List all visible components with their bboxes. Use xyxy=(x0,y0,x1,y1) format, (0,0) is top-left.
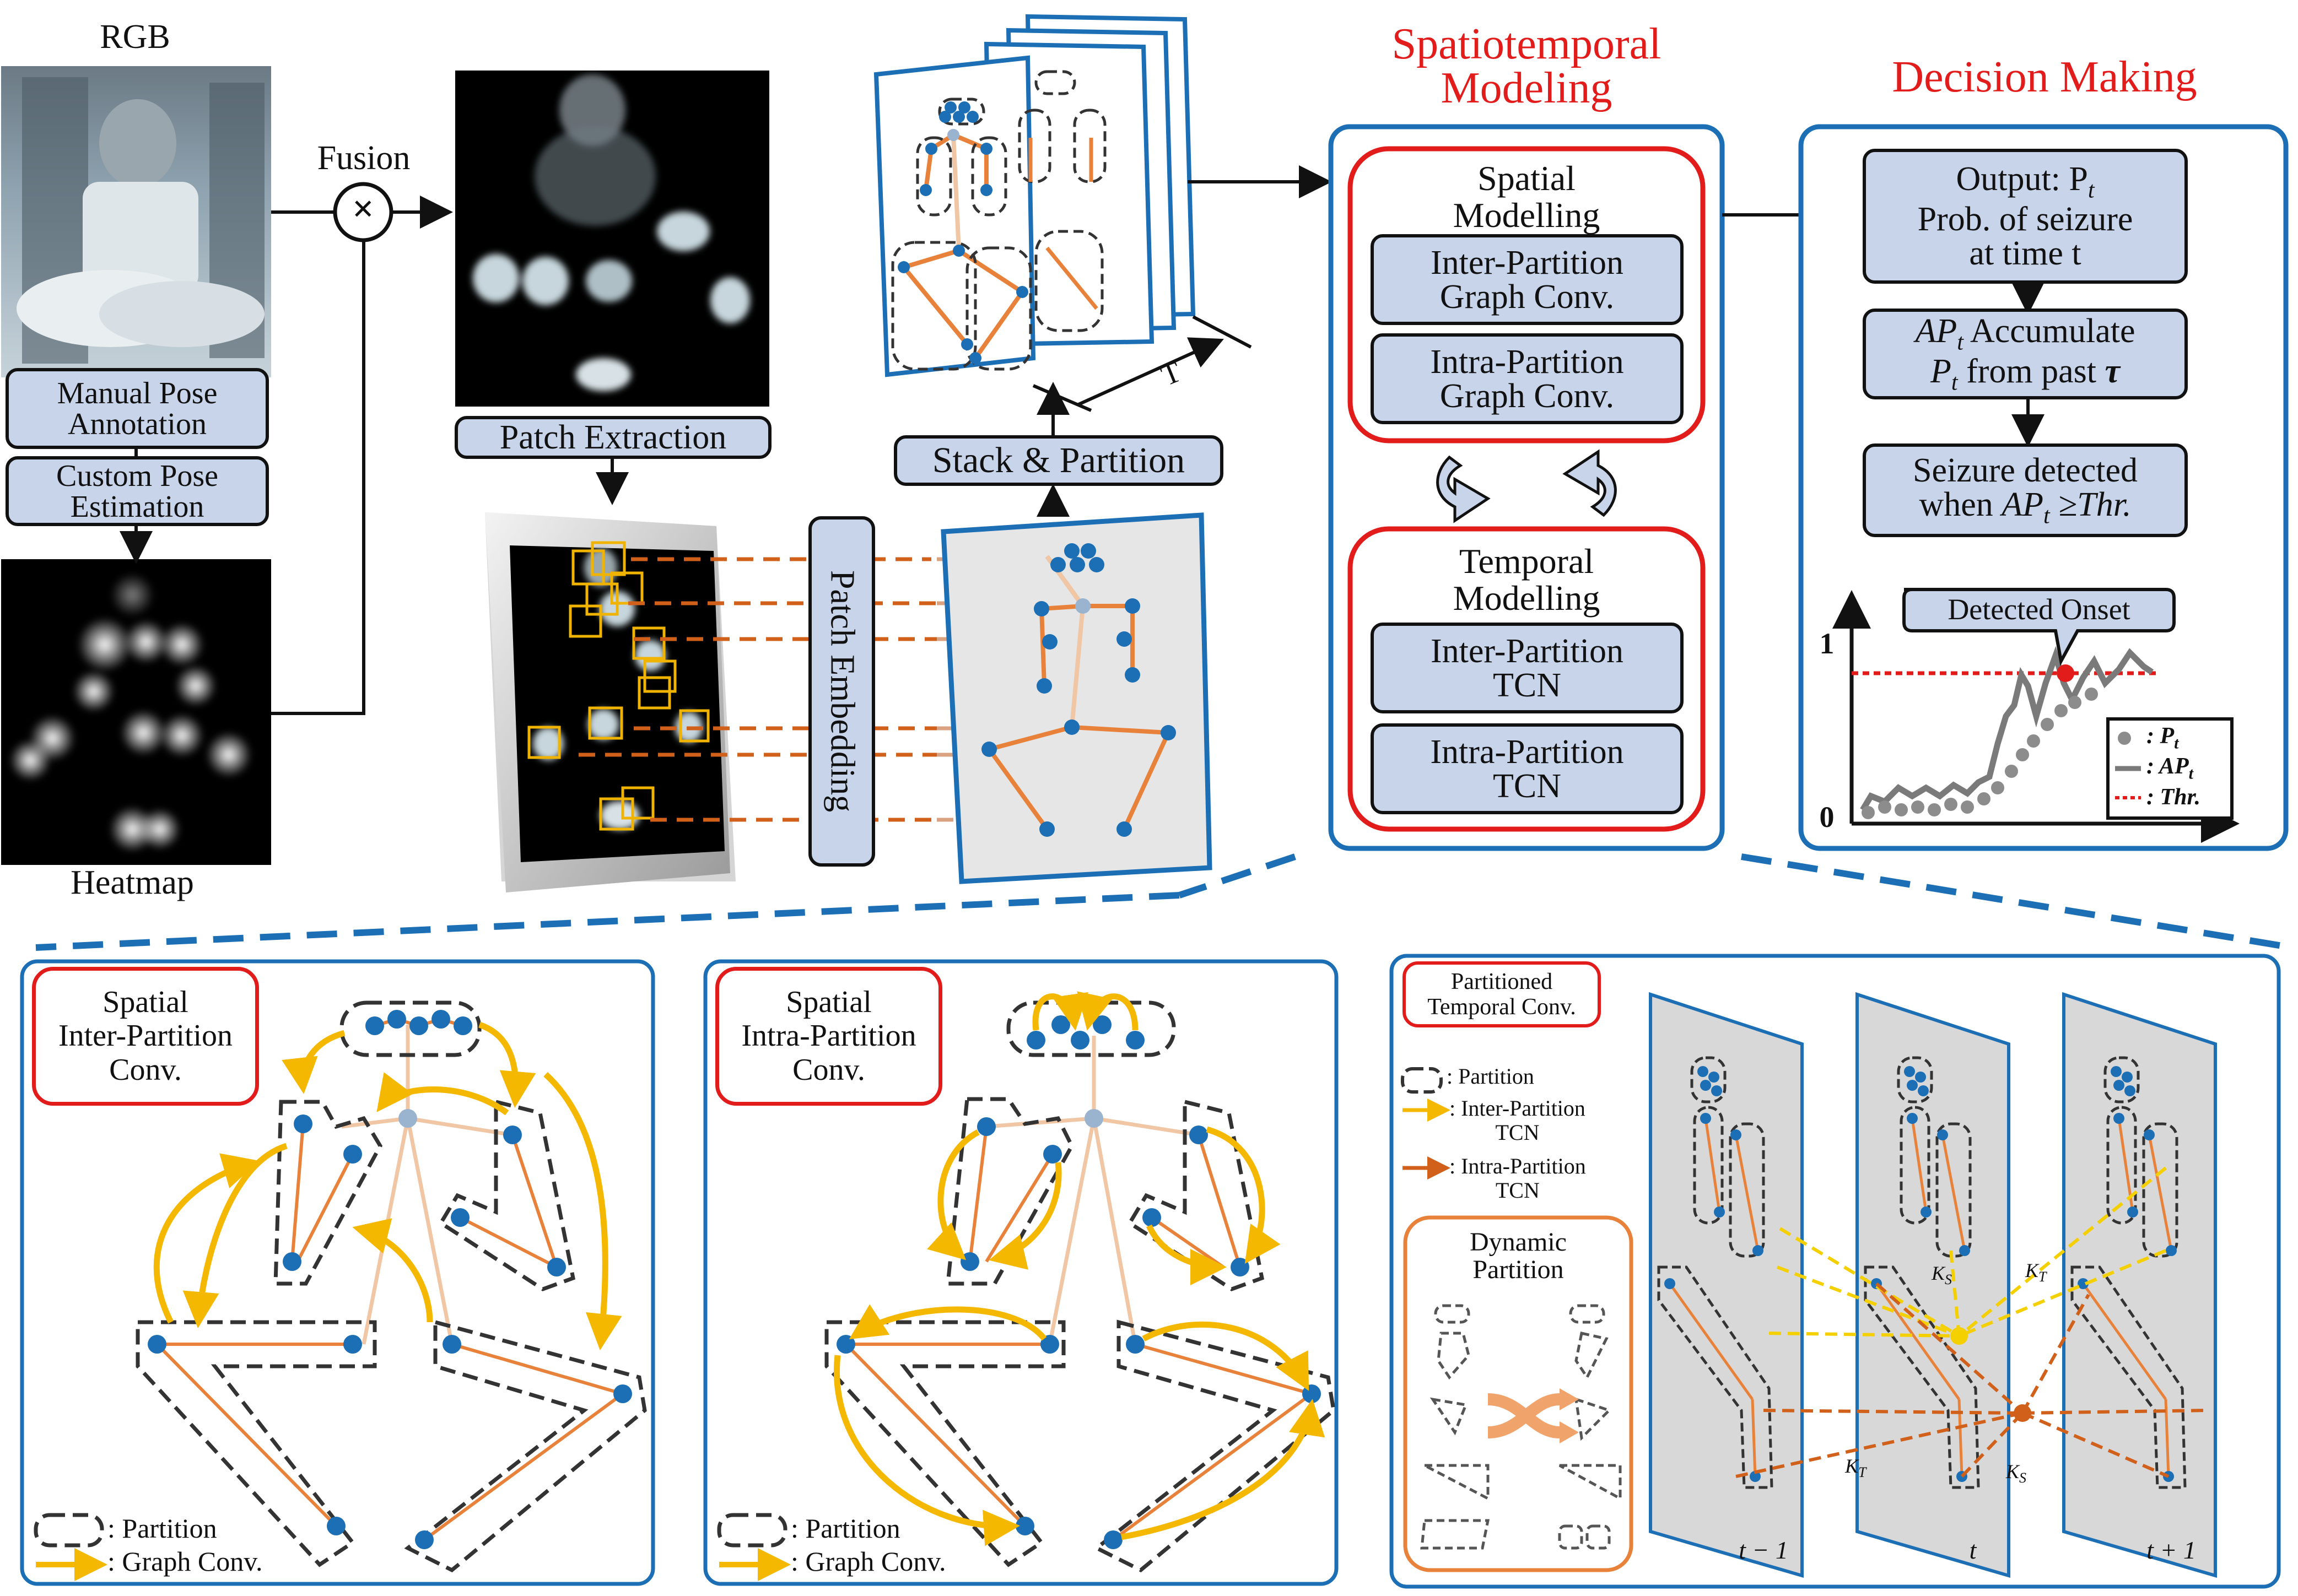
legend-apt: : APt xyxy=(2146,754,2193,783)
onset-plot xyxy=(1832,588,2240,843)
patch-embedding-label: Patch Embedding xyxy=(823,570,861,813)
zoom-dashed-lines xyxy=(35,853,2293,951)
patch-embedding-box xyxy=(808,516,875,867)
panel1-legend-partition: : Partition xyxy=(107,1513,217,1544)
panel-partitioned-temporal xyxy=(1389,954,2281,1589)
output-line3: at time t xyxy=(1969,234,2081,272)
detect-ap-sub: t xyxy=(2043,503,2050,529)
output-line1: Output: P xyxy=(1956,160,2088,198)
ks-bottom-label: KS xyxy=(2006,1460,2027,1486)
spatial-modelling-title: Spatial Modelling xyxy=(1453,159,1600,235)
temporal-intra-partition-box: Intra-Partition TCN xyxy=(1371,723,1684,814)
plot-y-zero: 0 xyxy=(1819,800,1835,834)
fused-image xyxy=(455,71,769,407)
seizure-detected-box: Seizure detected when APt ≥Thr. xyxy=(1863,443,2188,537)
rgb-image xyxy=(1,66,271,377)
ks-top-label: KS xyxy=(1932,1262,1952,1288)
temporal-modelling-title: Temporal Modelling xyxy=(1453,542,1600,618)
decision-title: Decision Making xyxy=(1892,53,2197,101)
manual-pose-annotation-box: Manual Pose Annotation xyxy=(6,368,269,449)
accumulate-box: APt Accumulate Pt from past τ xyxy=(1863,309,2188,399)
time-t-label: t xyxy=(1969,1536,1977,1564)
output-line2: Prob. of seizure xyxy=(1917,200,2133,238)
time-t-plus-label: t + 1 xyxy=(2146,1536,2196,1564)
panel3-tag: Partitioned Temporal Conv. xyxy=(1402,961,1601,1027)
output-line1-sub: t xyxy=(2087,177,2095,203)
panel2-legend-partition: : Partition xyxy=(791,1513,900,1544)
fusion-symbol: × xyxy=(352,188,374,230)
detected-onset-callout: Detected Onset xyxy=(1948,593,2130,626)
patch-image-frame xyxy=(485,512,736,892)
heatmap-label: Heatmap xyxy=(71,864,194,901)
detect-line2a: when xyxy=(1919,485,2002,523)
detect-ap: AP xyxy=(2002,485,2044,523)
panel3-legend-inter: : Inter-Partition TCN xyxy=(1449,1096,1585,1145)
spatial-intra-partition-box: Intra-Partition Graph Conv. xyxy=(1371,333,1684,424)
spatial-inter-partition-box: Inter-Partition Graph Conv. xyxy=(1371,234,1684,325)
heatmap-image xyxy=(1,559,271,865)
detect-line1: Seizure detected xyxy=(1913,451,2138,489)
rgb-label: RGB xyxy=(100,18,170,56)
panel2-tag: Spatial Intra-Partition Conv. xyxy=(715,967,942,1106)
fusion-label: Fusion xyxy=(317,139,411,177)
cycle-icon xyxy=(1436,449,1617,523)
patch-extraction-box: Patch Extraction xyxy=(455,416,772,459)
detect-line2b: ≥Thr. xyxy=(2049,485,2132,523)
embedded-skeleton-frame xyxy=(941,512,1212,884)
accum-tau: τ xyxy=(2105,352,2120,390)
legend-thr: : Thr. xyxy=(2146,785,2201,810)
stacked-frames xyxy=(873,14,1196,377)
panel-spatial-intra xyxy=(703,959,1339,1586)
accum-c: P xyxy=(1930,352,1951,390)
panel3-legend-intra: : Intra-Partition TCN xyxy=(1449,1154,1586,1203)
panel1-tag: Spatial Inter-Partition Conv. xyxy=(32,967,259,1106)
temporal-inter-partition-box: Inter-Partition TCN xyxy=(1371,623,1684,713)
shuffle-icon xyxy=(1487,1393,1560,1438)
legend-pt: : Pt xyxy=(2146,723,2179,753)
panel2-legend-graph: : Graph Conv. xyxy=(791,1546,946,1577)
fusion-node xyxy=(333,182,393,242)
panel3-legend-partition: : Partition xyxy=(1447,1064,1534,1089)
kt-bottom-label: KT xyxy=(1845,1455,1867,1481)
output-box: Output: Pt Prob. of seizure at time t xyxy=(1863,149,2188,284)
dynamic-partition-label: Dynamic Partition xyxy=(1470,1227,1567,1285)
accum-b: Accumulate xyxy=(1963,312,2135,350)
stack-partition-box: Stack & Partition xyxy=(894,435,1223,486)
panel1-legend-graph: : Graph Conv. xyxy=(107,1546,263,1577)
custom-pose-estimation-box: Custom Pose Estimation xyxy=(6,456,269,526)
time-t-minus-label: t − 1 xyxy=(1739,1536,1788,1564)
accum-a-sub: t xyxy=(1957,329,1963,355)
spatiotemporal-title: Spatiotemporal Modeling xyxy=(1391,20,1662,112)
kt-top-label: KT xyxy=(2025,1259,2047,1285)
accum-a: AP xyxy=(1915,312,1957,350)
patch-embedding-links xyxy=(579,557,937,822)
time-axis xyxy=(1032,315,1252,412)
accum-d: from past xyxy=(1957,352,2105,390)
panel-spatial-inter xyxy=(20,959,655,1586)
plot-y-one: 1 xyxy=(1819,627,1835,660)
accum-c-sub: t xyxy=(1951,369,1958,395)
